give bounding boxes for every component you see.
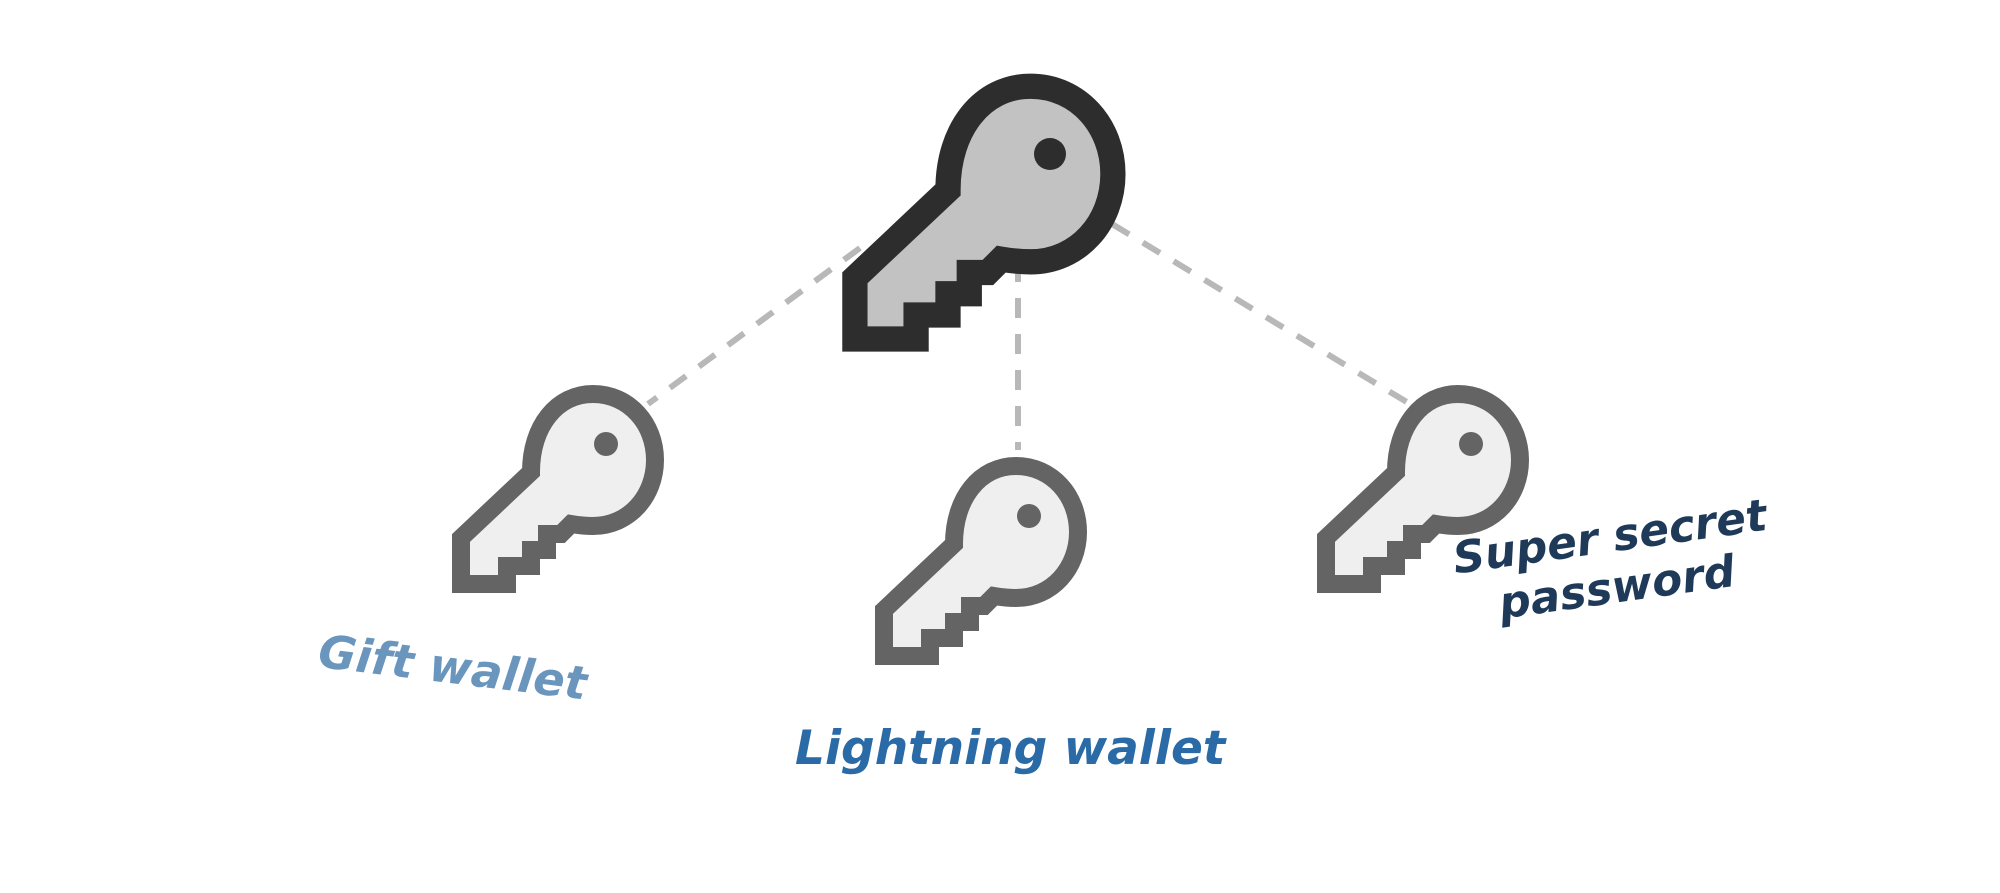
- gift-key-hole: [594, 432, 618, 456]
- connector-super: [1110, 221, 1412, 407]
- connector-gift: [646, 245, 862, 407]
- connectors: [646, 221, 1412, 450]
- lightning-wallet-label: Lightning wallet: [795, 721, 1226, 776]
- lightning-key-hole: [1017, 504, 1041, 528]
- master-key-icon: [855, 86, 1113, 339]
- lightning-wallet-key-icon: [884, 466, 1078, 656]
- gift-wallet-key-icon: [461, 394, 655, 584]
- super-key-hole: [1459, 432, 1483, 456]
- master-key-hole: [1034, 138, 1066, 170]
